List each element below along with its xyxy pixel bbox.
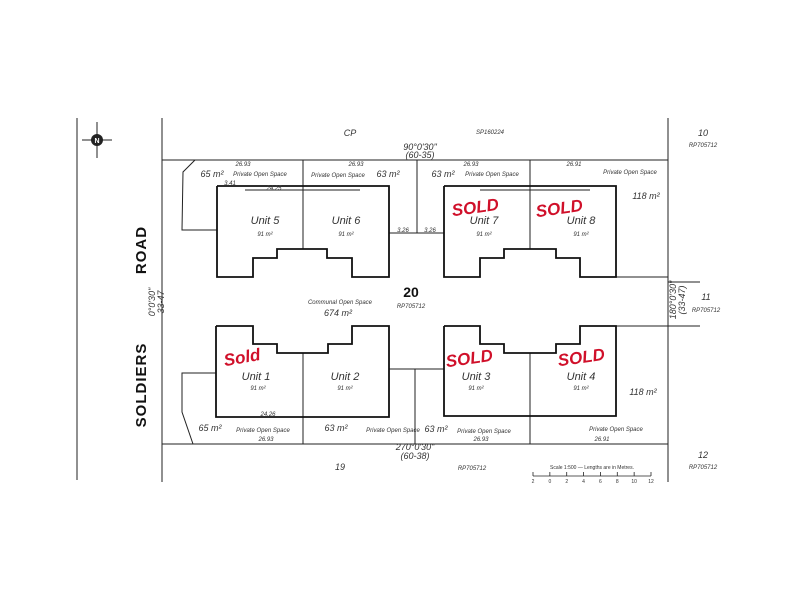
- pos-area-u6: 63 m²: [376, 169, 400, 179]
- dimension: 26.93: [462, 162, 479, 168]
- building-u3-u4: [443, 325, 617, 417]
- scale-caption: Scale 1:500 — Lengths are in Metres.: [550, 465, 634, 471]
- neighbour-plan-19: RP705712: [458, 466, 487, 472]
- lot-number: 20: [403, 284, 419, 300]
- pos-label-u6: Private Open Space: [311, 173, 365, 179]
- right-bearing: 180°0'30": [668, 280, 678, 319]
- unit-area: 91 m²: [337, 386, 353, 392]
- unit-2[interactable]: Unit 2 91 m²: [331, 371, 360, 392]
- unit-name: Unit 7: [470, 215, 500, 227]
- lot-plan: RP705712: [397, 304, 426, 310]
- unit-area: 91 m²: [573, 232, 589, 238]
- neighbour-cp: CP: [344, 128, 357, 138]
- neighbour-plan-11: RP705712: [692, 308, 721, 314]
- unit-name: Unit 4: [567, 371, 596, 383]
- pos-area-u3: 63 m²: [424, 424, 448, 434]
- communal-label: Communal Open Space: [308, 300, 373, 306]
- dimension: 3.41: [224, 181, 236, 187]
- bottom-length: (60-38): [400, 451, 429, 461]
- dimension: 3.26: [424, 228, 436, 234]
- unit-name: Unit 1: [242, 371, 271, 383]
- svg-text:N: N: [94, 138, 99, 145]
- unit-6[interactable]: Unit 6 91 m²: [332, 215, 362, 238]
- sold-badge: SOLD: [445, 346, 494, 371]
- pos-area-u5: 65 m²: [200, 169, 224, 179]
- unit-name: Unit 5: [251, 215, 281, 227]
- fence-u5: [181, 159, 217, 231]
- unit-name: Unit 6: [332, 215, 362, 227]
- unit-name: Unit 3: [462, 371, 492, 383]
- unit-area: 91 m²: [468, 386, 484, 392]
- pos-label-u1: Private Open Space: [236, 428, 290, 434]
- building-u7-u8: [443, 185, 617, 278]
- road-label: ROAD: [133, 226, 150, 274]
- pos-label-u3: Private Open Space: [457, 429, 511, 435]
- bottom-bearing: 270°0'30": [395, 442, 435, 452]
- scale-tick-label: 2: [565, 479, 568, 485]
- communal-area: 674 m²: [324, 308, 353, 318]
- dimension: 24.25: [265, 186, 282, 192]
- pos-area-u7: 63 m²: [431, 169, 455, 179]
- pos-label-u2: Private Open Space: [366, 428, 420, 434]
- neighbour-plan-12: RP705712: [689, 465, 718, 471]
- dimension: 24.26: [259, 412, 276, 418]
- dimension: 26.91: [565, 162, 581, 168]
- unit-4[interactable]: Unit 4 91 m² SOLD: [557, 345, 606, 392]
- pos-label-u8: Private Open Space: [603, 170, 657, 176]
- pos-area-u2: 63 m²: [324, 423, 348, 433]
- scale-tick-label: 6: [599, 479, 602, 485]
- scale-tick-label: 12: [648, 479, 654, 485]
- dimension: 3.26: [397, 228, 409, 234]
- unit-5[interactable]: Unit 5 91 m²: [251, 215, 281, 238]
- neighbour-top-plan: SP160224: [476, 130, 505, 136]
- unit-name: Unit 8: [567, 215, 597, 227]
- neighbour-lot-10: 10: [698, 128, 708, 138]
- unit-7[interactable]: Unit 7 91 m² SOLD: [451, 195, 500, 238]
- building-u1-u2: [215, 325, 390, 418]
- pos-label-u7: Private Open Space: [465, 172, 519, 178]
- unit-area: 91 m²: [476, 232, 492, 238]
- right-length: (33-47): [677, 285, 687, 314]
- neighbour-lot-19: 19: [335, 462, 345, 472]
- unit-area: 91 m²: [338, 232, 354, 238]
- top-bearing: 90°0'30": [403, 142, 437, 152]
- scale-tick-label: 8: [616, 479, 619, 485]
- scale-tick-label: 2: [532, 479, 535, 485]
- road-name: SOLDIERS: [133, 343, 150, 428]
- compass-north-icon: N: [82, 122, 112, 158]
- neighbour-lot-12: 12: [698, 450, 708, 460]
- pos-label-u5: Private Open Space: [233, 172, 287, 178]
- pos-area-u1: 65 m²: [198, 423, 222, 433]
- dimension: 26.93: [234, 162, 251, 168]
- unit-area: 91 m²: [250, 386, 266, 392]
- dimension: 26.93: [472, 437, 489, 443]
- fence-u1: [181, 372, 216, 445]
- dimension: 26.91: [593, 437, 609, 443]
- neighbour-plan-10: RP705712: [689, 143, 718, 149]
- sold-badge: SOLD: [557, 345, 606, 370]
- top-length: (60-35): [405, 150, 434, 160]
- building-u5-u6: [216, 185, 390, 278]
- pos-area-u4: 118 m²: [629, 387, 657, 397]
- unit-3[interactable]: Unit 3 91 m² SOLD: [445, 346, 494, 392]
- unit-area: 91 m²: [573, 386, 589, 392]
- scale-bar: Scale 1:500 — Lengths are in Metres. 2 0 2…: [532, 465, 654, 485]
- left-length: 33-47: [156, 290, 166, 314]
- unit-8[interactable]: Unit 8 91 m² SOLD: [535, 196, 597, 238]
- unit-1[interactable]: Unit 1 91 m² Sold: [222, 345, 270, 392]
- pos-label-u4: Private Open Space: [589, 427, 643, 433]
- scale-tick-label: 0: [548, 479, 551, 485]
- dimension: 26.93: [257, 437, 274, 443]
- unit-name: Unit 2: [331, 371, 360, 383]
- sold-badge: Sold: [222, 345, 262, 370]
- dimension: 26.93: [347, 162, 364, 168]
- scale-tick-label: 10: [631, 479, 637, 485]
- neighbour-lot-11: 11: [701, 292, 710, 302]
- scale-tick-label: 4: [582, 479, 585, 485]
- left-bearing: 0°0'30": [147, 287, 157, 316]
- pos-area-u8: 118 m²: [632, 191, 660, 201]
- unit-area: 91 m²: [257, 232, 273, 238]
